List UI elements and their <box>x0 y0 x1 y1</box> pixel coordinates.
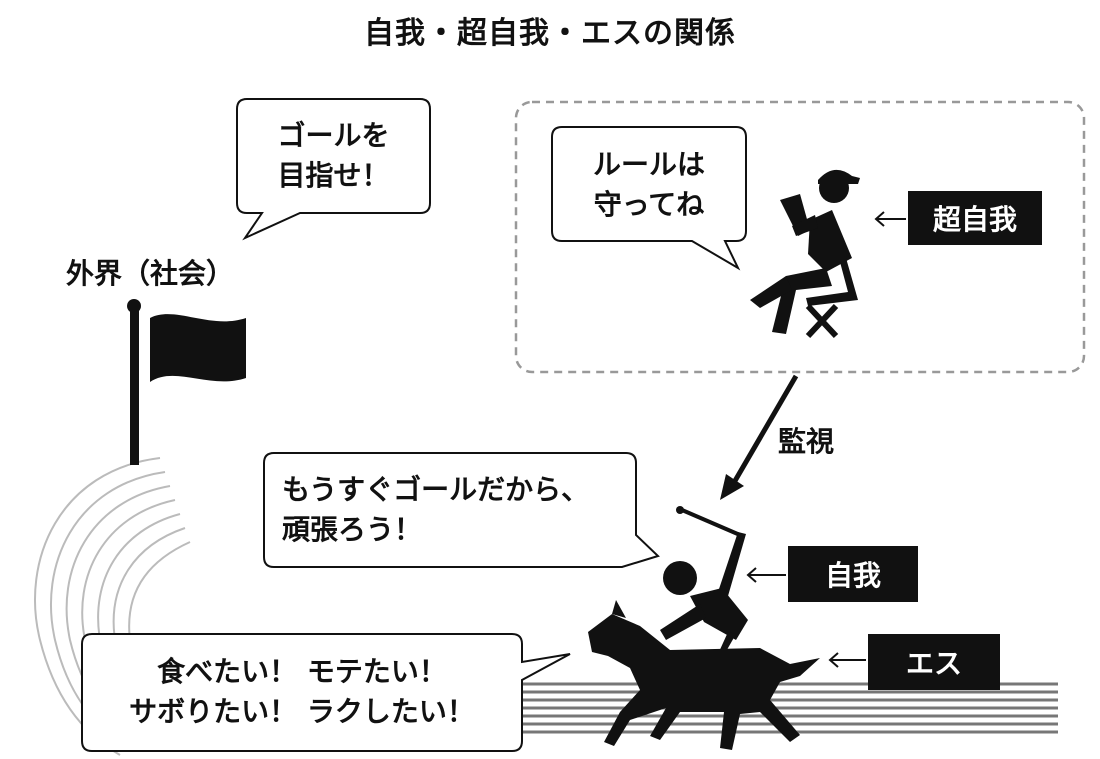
id-horse-icon <box>588 600 820 750</box>
ego-bubble-text: もうすぐゴールだから、 頑張ろう！ <box>282 473 590 546</box>
diagram-title: 自我・超自我・エスの関係 <box>364 16 736 51</box>
monitor-arrow <box>720 374 799 500</box>
outside-world-label: 外界（社会） <box>66 257 235 290</box>
superego-area <box>514 100 1086 374</box>
rules-speech-bubble <box>551 126 747 271</box>
superego-coach-icon <box>750 169 860 339</box>
ego-speech-bubble <box>263 452 660 568</box>
ego-jockey-icon <box>660 506 748 668</box>
tag-arrows <box>746 211 906 668</box>
goal-speech-bubble <box>236 98 431 241</box>
monitor-label: 監視 <box>778 425 835 458</box>
rules-bubble-text: ルールは 守ってね <box>592 148 705 221</box>
id-speech-bubble <box>81 633 571 752</box>
goal-bubble-text: ゴールを 目指せ！ <box>277 119 390 192</box>
ego-tag: 自我 <box>788 546 918 602</box>
id-tag: エス <box>868 634 1000 690</box>
superego-tag: 超自我 <box>908 191 1042 245</box>
goal-flag-icon <box>127 299 246 465</box>
id-bubble-text: 食べたい！ モテたい！ サボりたい！ ラクしたい！ <box>129 655 475 728</box>
